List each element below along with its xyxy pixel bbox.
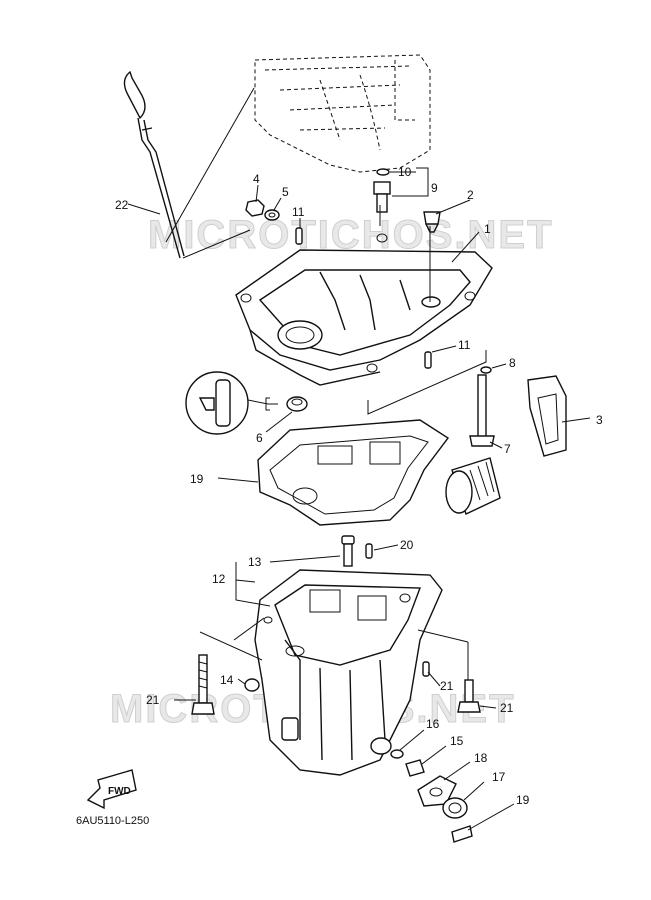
- group-bracket: [367, 350, 487, 415]
- seal-detail-circle: [185, 371, 278, 435]
- callout-21: 20: [400, 538, 414, 552]
- dipstick: [123, 70, 185, 259]
- leader-lines: [127, 167, 591, 831]
- oil-seal-6: [286, 396, 308, 412]
- fwd-arrow-icon: FWD: [86, 769, 137, 810]
- callout-24: 22: [115, 198, 129, 212]
- callout-15: 15: [450, 734, 464, 748]
- fitting-13: [341, 535, 355, 567]
- washer-5: [264, 209, 280, 221]
- oil-strainer-7: [445, 374, 501, 515]
- callout-14: 14: [220, 673, 234, 687]
- callout-5: 5: [282, 185, 289, 199]
- exhaust-guide-1: [235, 233, 493, 386]
- callout-19: 19: [516, 793, 530, 807]
- drain-bolt-15: [405, 759, 425, 777]
- valve-assembly-9: [373, 168, 391, 213]
- oring-8: [480, 366, 492, 374]
- callout-21b: 21: [440, 679, 454, 693]
- pin-11: [295, 227, 303, 245]
- diagram-code: 6AU5110-L250: [76, 815, 149, 827]
- callout-20: 19: [190, 472, 204, 486]
- callout-17: 17: [492, 770, 506, 784]
- pin-21: [365, 543, 373, 559]
- strainer-2: [423, 211, 441, 233]
- callout-9: 9: [431, 181, 438, 195]
- bolt-4: [245, 199, 265, 217]
- callout-2: 2: [467, 188, 474, 202]
- gasket-16: [390, 749, 404, 759]
- callout-13: 13: [248, 555, 262, 569]
- pin-21b: [422, 661, 430, 677]
- plug-17: [442, 797, 468, 819]
- callout-11b: 11: [458, 338, 471, 352]
- baffle-3: [527, 375, 567, 457]
- callout-23: 21: [500, 701, 514, 715]
- callout-labels: 22 4 5 11 10 9 2 1 11 8 3 7 6 19 20 13 1…: [115, 165, 603, 807]
- gasket-20: [257, 419, 450, 526]
- watermark-top: MICROTICHOS.NET: [148, 213, 554, 257]
- collar-14: [244, 678, 260, 692]
- callout-1: 1: [484, 222, 491, 236]
- callout-18: 18: [474, 751, 488, 765]
- engine-block-ghost: [254, 54, 431, 173]
- callout-6: 6: [256, 431, 263, 445]
- callout-22: 21: [146, 693, 160, 707]
- callout-4: 4: [253, 172, 260, 186]
- callout-12: 12: [212, 572, 226, 586]
- callout-8: 8: [509, 356, 516, 370]
- callout-11: 11: [292, 205, 305, 219]
- fwd-label: FWD: [108, 786, 131, 797]
- plate-18: [417, 775, 457, 807]
- bolt-23: [457, 679, 481, 713]
- screw-19: [451, 825, 473, 843]
- callout-16: 16: [426, 717, 440, 731]
- bolt-22: [191, 654, 215, 715]
- callout-10: 10: [398, 165, 412, 179]
- oil-pan-12: [254, 569, 443, 776]
- guide-line: [165, 87, 255, 243]
- callout-3: 3: [596, 413, 603, 427]
- callout-7: 7: [504, 442, 511, 456]
- guide-line: [182, 229, 251, 259]
- pin-11b: [424, 351, 432, 369]
